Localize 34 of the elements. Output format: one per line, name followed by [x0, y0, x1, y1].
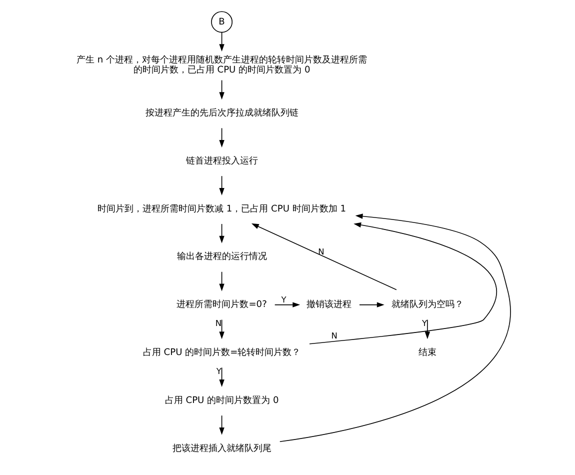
edge-label: Y: [280, 294, 286, 304]
arrow: [218, 367, 224, 387]
node-text: 产生 n 个进程，对每个进程用随机数产生进程的轮转时间片数及进程所需的时间片数，已占用 CPU 的时间片数置为 0: [76, 56, 367, 76]
edge-label: Y: [422, 318, 427, 328]
arrow: [218, 32, 224, 52]
arrow: [218, 128, 224, 148]
arrow: [218, 415, 224, 435]
arrow: [250, 223, 396, 290]
edge-label: N: [318, 246, 324, 256]
arrow: [278, 214, 510, 442]
arrow: [218, 319, 224, 340]
arrow: [308, 222, 496, 344]
arrow: [274, 302, 300, 308]
node-text: 链首进程投入运行: [185, 156, 258, 166]
node-text: 占用 CPU 的时间片数=轮转时间片数？: [142, 348, 300, 358]
node-circle: B: [210, 11, 232, 33]
edge-label: Y: [216, 366, 221, 376]
node-text: 撤销该进程: [306, 300, 352, 310]
arrow: [218, 176, 224, 196]
node-text: 进程所需时间片数=0?: [176, 300, 266, 310]
node-text: 按进程产生的先后次序拉成就绪队列链: [144, 108, 298, 119]
arrow: [218, 80, 224, 100]
arrow: [218, 224, 224, 244]
node-text: 把该进程插入就绪队列尾: [172, 444, 271, 454]
arrow: [218, 271, 224, 292]
edge-label: N: [330, 330, 337, 341]
node-text: 输出各进程的运行情况: [176, 252, 266, 262]
arrow: [424, 319, 430, 340]
node-text: 就绪队列为空吗？: [390, 300, 463, 310]
node-text: 占用 CPU 的时间片数置为 0: [164, 396, 278, 406]
edge-label: N: [214, 318, 222, 328]
node-text: 时间片到，进程所需时间片数减 1，已占用 CPU 时间片数加 1: [97, 204, 346, 214]
arrow: [358, 302, 384, 308]
node-text: 结束: [418, 348, 436, 358]
